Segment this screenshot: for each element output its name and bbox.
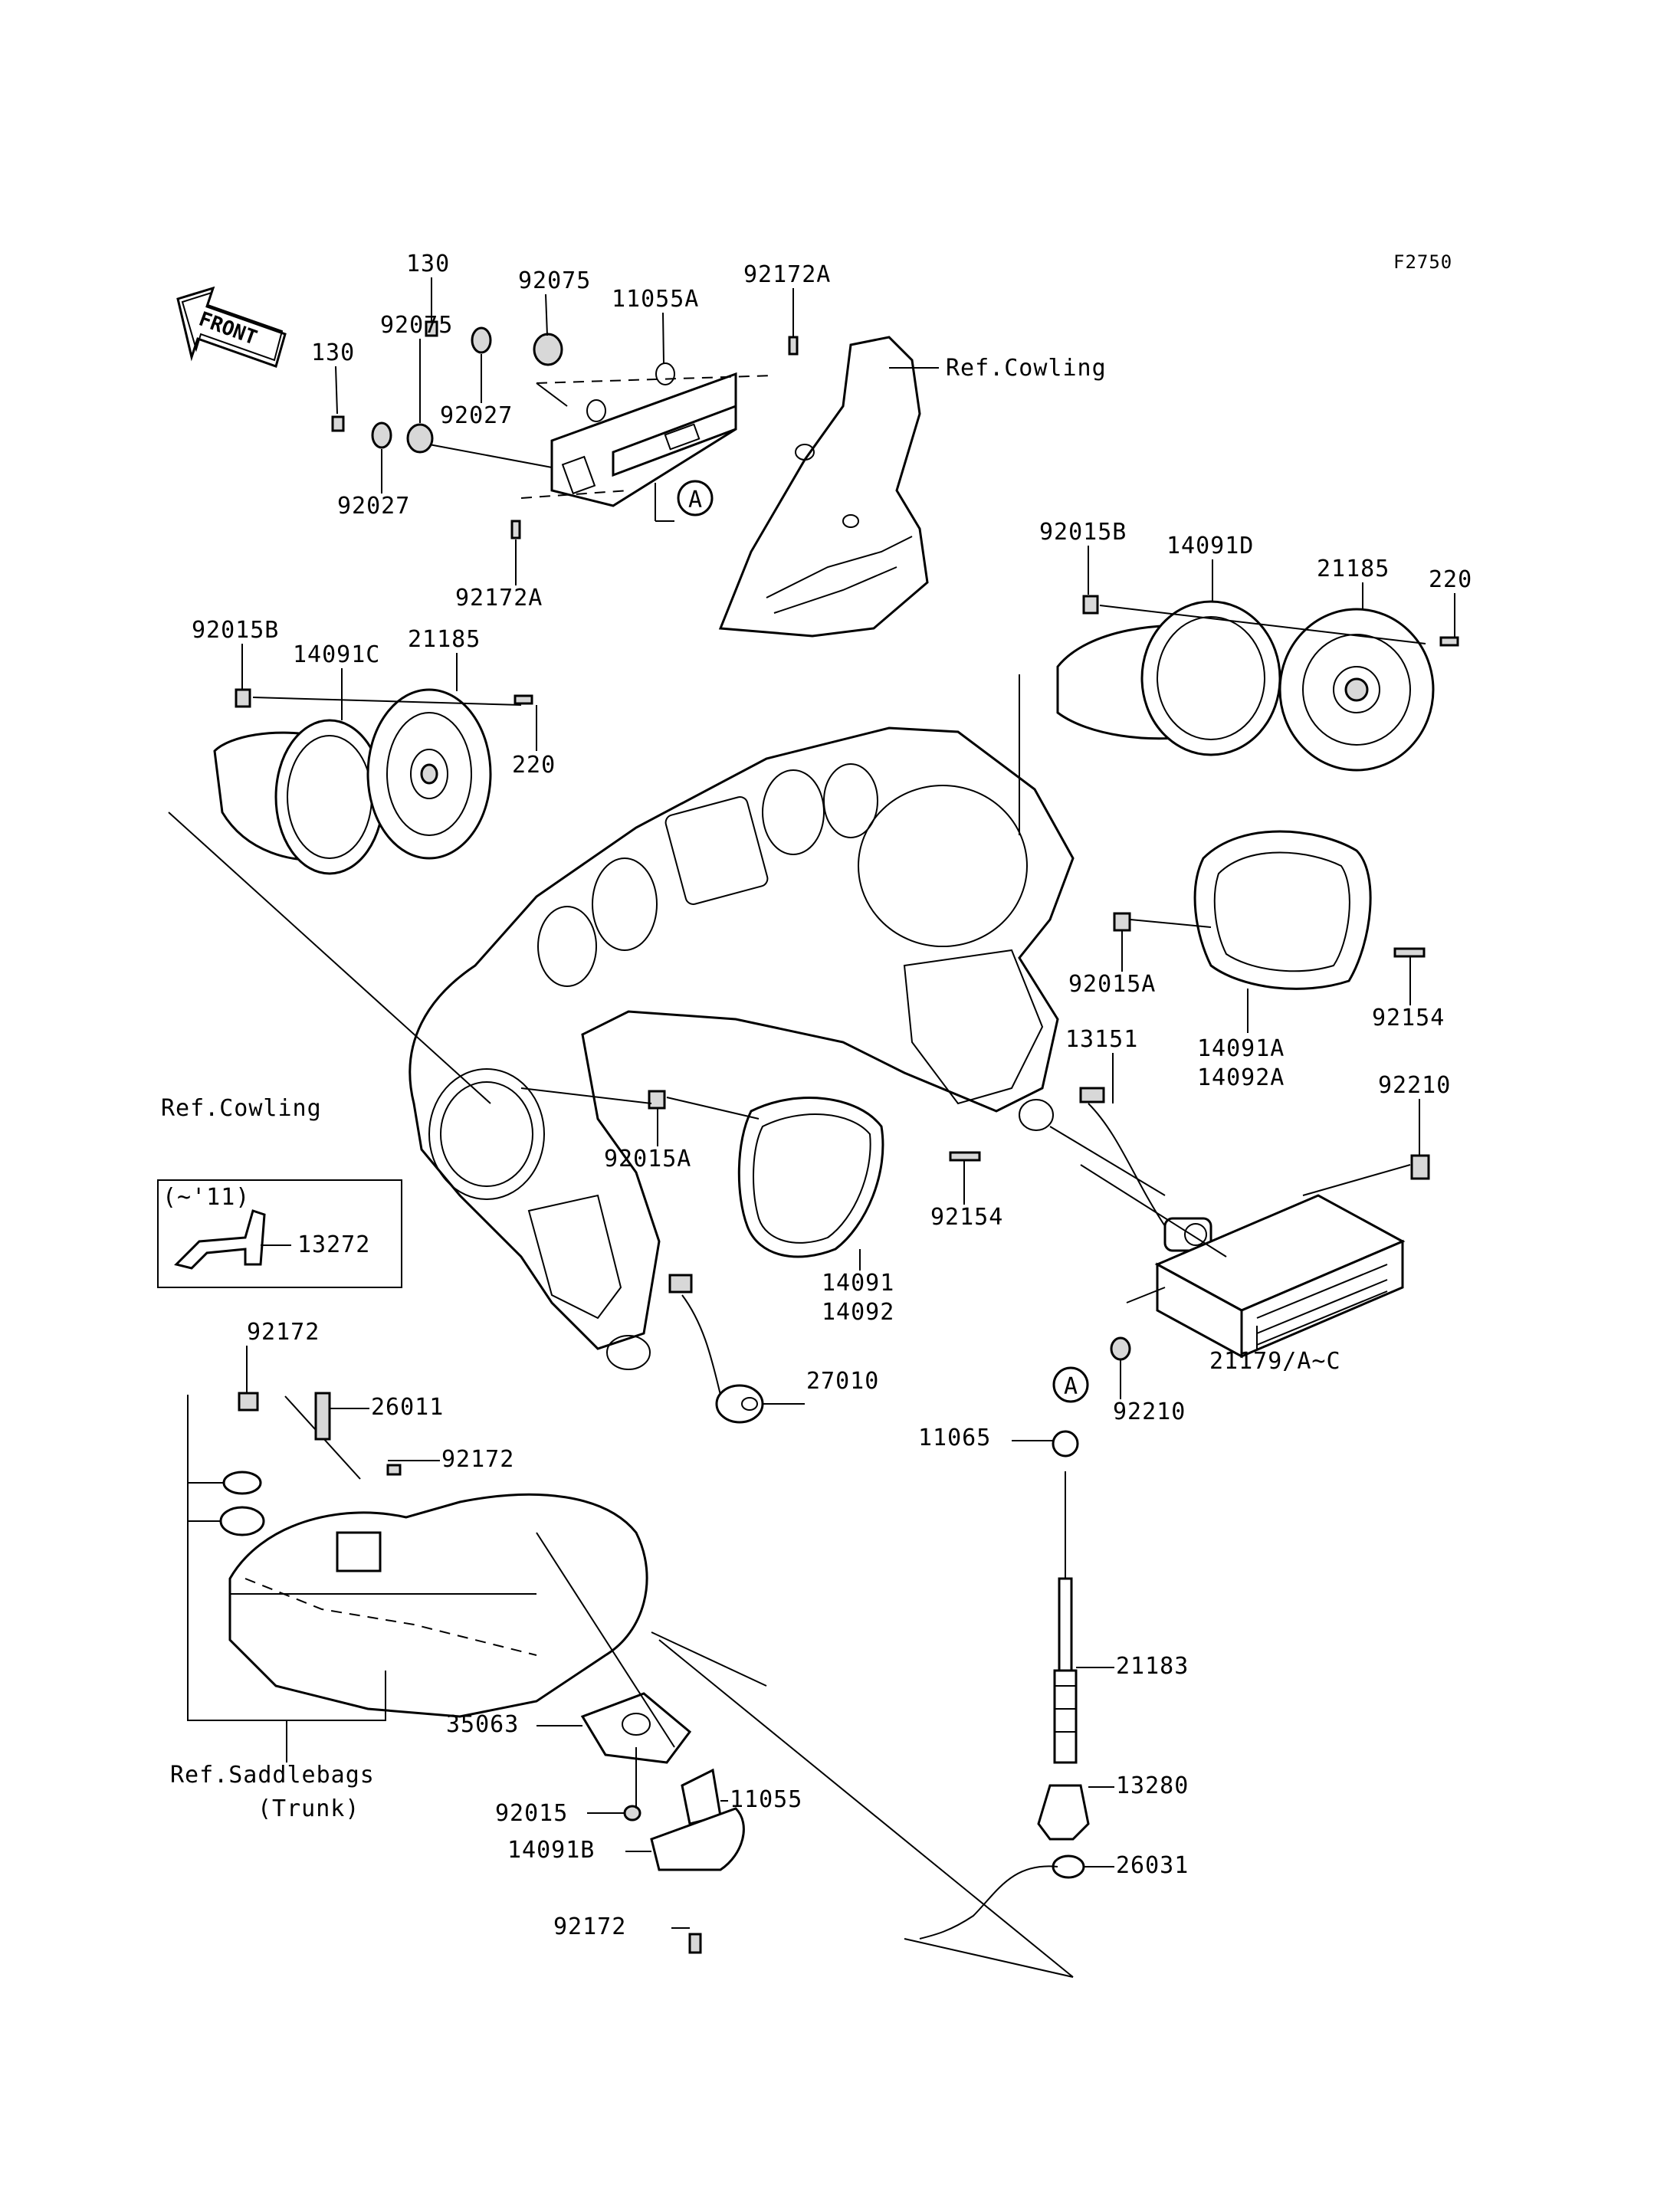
power-socket [1049, 1087, 1212, 1252]
callout-a-1: A [688, 487, 704, 513]
part-92075-left: 92075 [380, 312, 454, 339]
part-14092: 14092 [822, 1299, 895, 1326]
callout-a-2: A [1064, 1373, 1079, 1400]
part-14091c: 14091C [293, 641, 381, 668]
part-26031: 26031 [1116, 1852, 1189, 1879]
part-21185-right: 21185 [1317, 556, 1390, 582]
part-92015b-left: 92015B [192, 617, 280, 644]
antenna-base [536, 1532, 767, 1954]
trunk [187, 1392, 648, 1763]
harness-27010 [668, 1274, 805, 1424]
part-92015a-right: 92015A [1068, 971, 1157, 998]
ref-cowling-left: Ref.Cowling [161, 1095, 322, 1122]
part-11055a: 11055A [612, 286, 700, 313]
part-220-right: 220 [1429, 566, 1473, 593]
part-13280: 13280 [1116, 1772, 1189, 1799]
ref-cowling-top: Ref.Cowling [946, 355, 1107, 382]
figure-code: F2750 [1393, 251, 1453, 273]
part-92210-top: 92210 [1378, 1072, 1452, 1099]
part-13151: 13151 [1065, 1026, 1139, 1053]
part-130-left: 130 [311, 339, 356, 366]
ref-saddlebags-trunk: (Trunk) [258, 1795, 360, 1822]
part-92027-left: 92027 [337, 493, 411, 520]
part-92015b-right: 92015B [1039, 519, 1127, 546]
callout-circles [677, 480, 1089, 1403]
inner-fairing [409, 726, 1075, 1370]
fasteners-top [331, 320, 799, 539]
inset-box [157, 1179, 402, 1288]
part-14091b: 14091B [507, 1837, 596, 1864]
front-arrow-icon: FRONT [176, 286, 287, 368]
radio-unit [1080, 1154, 1430, 1361]
upper-bracket [428, 372, 775, 522]
part-14092a: 14092A [1197, 1064, 1285, 1091]
part-21185-left: 21185 [408, 626, 481, 653]
part-92154-left: 92154 [930, 1204, 1004, 1231]
ref-saddlebags: Ref.Saddlebags [170, 1762, 375, 1789]
upper-cowling [718, 336, 939, 638]
part-27010: 27010 [806, 1368, 880, 1395]
part-26011: 26011 [371, 1394, 445, 1421]
part-13272: 13272 [297, 1231, 371, 1258]
part-92172a-top: 92172A [743, 261, 832, 288]
part-92015: 92015 [495, 1800, 569, 1827]
part-92154-right: 92154 [1372, 1005, 1445, 1031]
part-92210-bottom: 92210 [1113, 1399, 1186, 1425]
right-speaker-group [1019, 595, 1459, 835]
part-14091d: 14091D [1166, 533, 1255, 559]
part-35063: 35063 [446, 1711, 520, 1738]
part-11055: 11055 [730, 1786, 803, 1813]
part-220-left: 220 [512, 752, 556, 779]
speaker-grilles [520, 830, 1426, 1258]
part-92172a-bottom: 92172A [455, 585, 543, 612]
antenna [658, 1430, 1090, 1978]
part-92172-b: 92172 [441, 1446, 515, 1473]
part-130-top: 130 [406, 251, 451, 277]
part-21183: 21183 [1116, 1653, 1189, 1680]
part-11065: 11065 [918, 1425, 992, 1451]
part-92015a-left: 92015A [604, 1146, 692, 1172]
part-14091a: 14091A [1197, 1035, 1285, 1062]
inset-caption: (~'11) [162, 1184, 251, 1211]
part-92027-right: 92027 [440, 402, 514, 429]
left-speaker-group [168, 688, 533, 1104]
part-14091: 14091 [822, 1270, 895, 1297]
part-92075-top: 92075 [518, 267, 592, 294]
part-21179: 21179/A~C [1209, 1348, 1341, 1375]
part-92172-c: 92172 [553, 1913, 627, 1940]
part-92172-a: 92172 [247, 1319, 320, 1346]
